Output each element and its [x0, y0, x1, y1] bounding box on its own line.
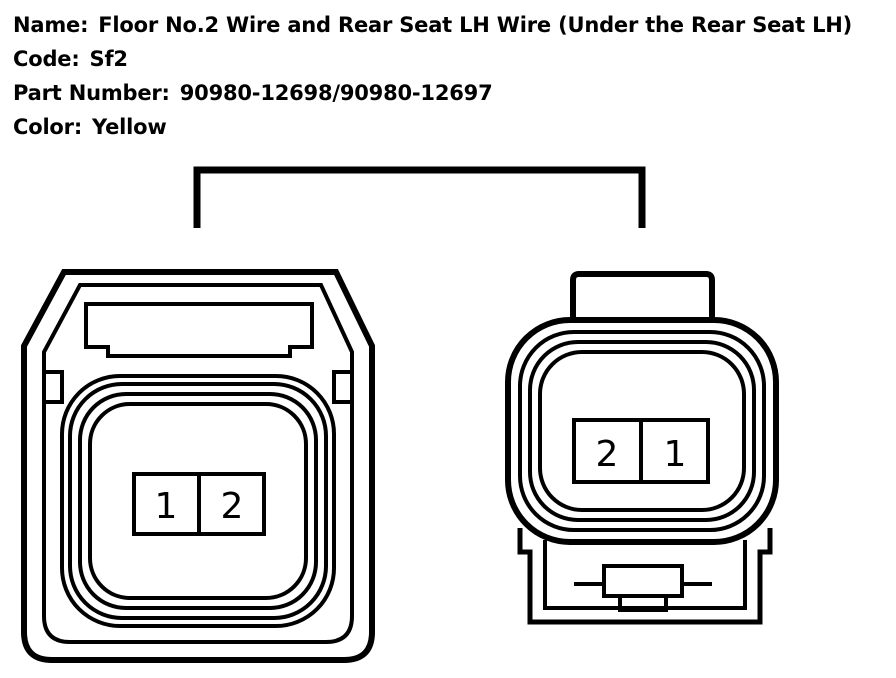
left-seal-ring-2 [68, 382, 328, 620]
color-label: Color: [13, 115, 83, 139]
code-value: Sf2 [89, 47, 128, 71]
right-lock-tab [570, 271, 715, 320]
right-pin-2-label: 2 [596, 434, 619, 475]
left-pin-2-label: 2 [221, 486, 244, 527]
right-seal-ring-3 [538, 350, 746, 512]
connector-left [21, 269, 375, 663]
left-side-rib-r [332, 370, 352, 404]
code-label: Code: [13, 47, 80, 71]
color-row: Color: Yellow [13, 110, 893, 144]
left-side-rib-l [44, 370, 64, 404]
left-lock-tab [84, 302, 314, 358]
right-seal-ring-2 [528, 340, 756, 522]
left-seal-ring-1 [60, 374, 336, 628]
right-latch-outer [602, 564, 684, 598]
name-value: Floor No.2 Wire and Rear Seat LH Wire (U… [98, 13, 853, 37]
left-seal-ring-4 [88, 402, 308, 600]
right-seal-ring-1 [518, 330, 766, 532]
part-number-row: Part Number: 90980-12698/90980-12697 [13, 76, 893, 110]
left-housing-outline [21, 269, 375, 663]
name-label: Name: [13, 13, 89, 37]
part-number-label: Part Number: [13, 81, 170, 105]
right-base-outline [517, 528, 773, 625]
right-latch-inner [618, 594, 668, 612]
color-value: Yellow [92, 115, 167, 139]
right-pin-1-label: 1 [664, 434, 687, 475]
code-row: Code: Sf2 [13, 42, 893, 76]
name-row: Name: Floor No.2 Wire and Rear Seat LH Wi… [13, 8, 893, 42]
mating-bracket [193, 166, 646, 228]
left-pin-1-label: 1 [155, 486, 178, 527]
left-housing-inner [42, 283, 354, 644]
part-number-value: 90980-12698/90980-12697 [179, 81, 493, 105]
connector-info: Name: Floor No.2 Wire and Rear Seat LH Wi… [13, 8, 893, 144]
right-housing-outline [505, 317, 779, 545]
left-seal-ring-3 [78, 392, 318, 610]
connector-right [505, 271, 779, 625]
